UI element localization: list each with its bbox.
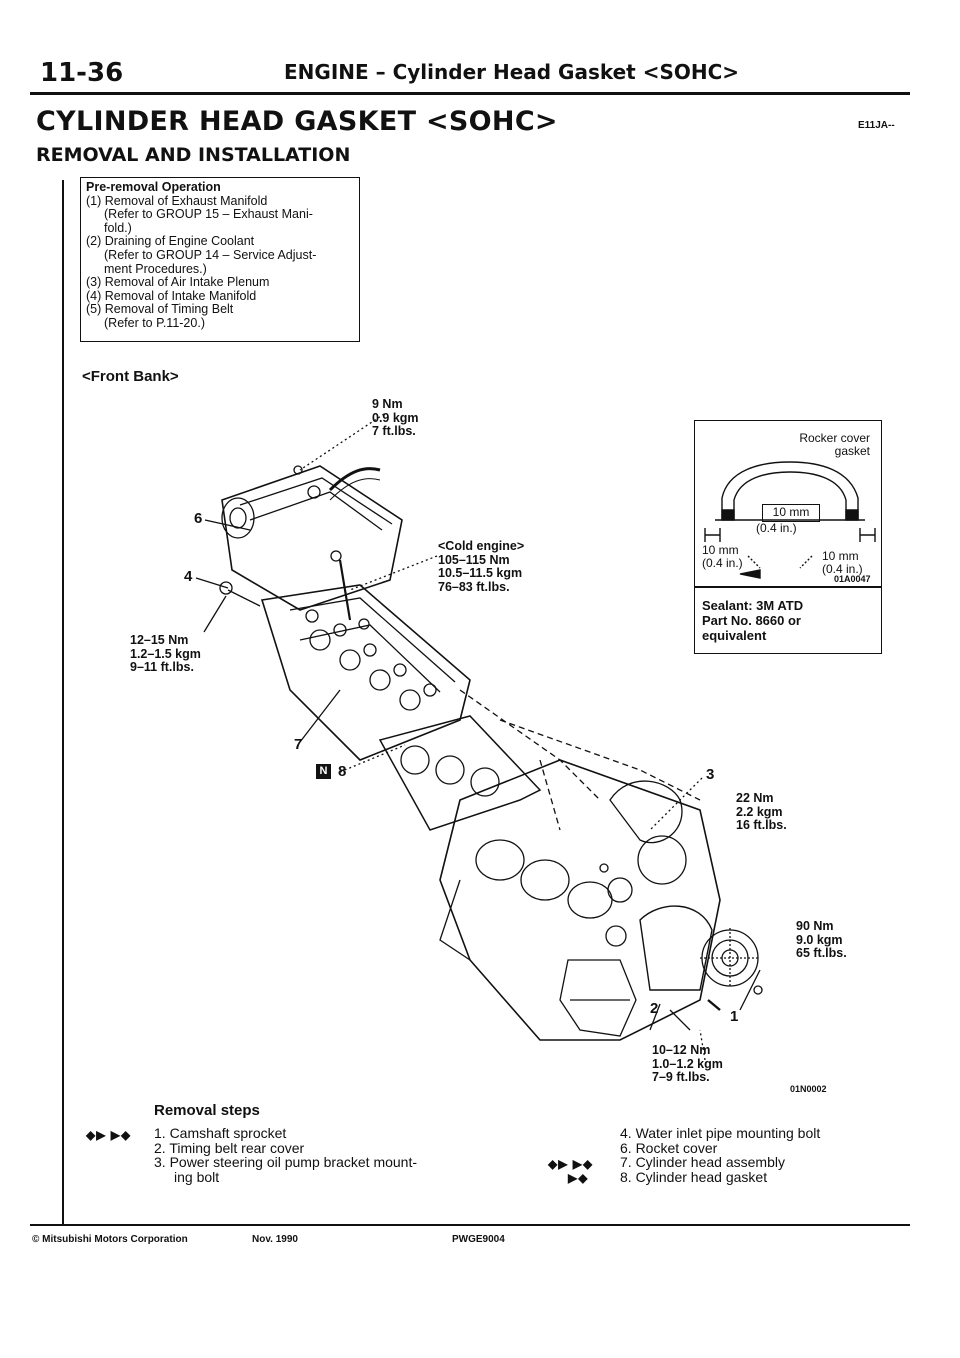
pre-removal-ref: (Refer to GROUP 14 – Service Adjust- [104,247,317,262]
torque-value: 76–83 ft.lbs. [438,579,510,594]
dim-top-in: (0.4 in.) [756,521,797,535]
torque-camshaft-sprocket-bolt: 90 Nm 9.0 kgm 65 ft.lbs. [796,919,847,961]
sealant-line: Sealant: 3M ATD [702,598,804,613]
torque-value: 105–115 Nm [438,552,510,567]
torque-value: 7 ft.lbs. [372,424,416,438]
torque-value: 7–9 ft.lbs. [652,1070,710,1084]
torque-value: 1.0–1.2 kgm [652,1056,723,1071]
removal-steps-right: 4. Water inlet pipe mounting bolt 6. Roc… [620,1126,820,1184]
torque-value: 12–15 Nm [130,633,189,647]
removal-step: 8. Cylinder head gasket [620,1168,768,1185]
inset-figure-code: 01A0047 [834,574,871,584]
torque-value: 9.0 kgm [796,932,843,947]
figure-code: 01N0002 [790,1084,827,1094]
torque-condition: <Cold engine> [438,539,525,553]
callout-7: 7 [294,736,303,753]
front-bank-label: <Front Bank> [82,368,179,385]
removal-step: 1. Camshaft sprocket [154,1125,287,1141]
callout-8: 8 [338,763,347,780]
section-subtitle: REMOVAL AND INSTALLATION [36,144,351,166]
torque-rear-cover-bolt: 10–12 Nm 1.0–1.2 kgm 7–9 ft.lbs. [652,1043,723,1085]
pre-removal-box: Pre-removal Operation (1) Removal of Exh… [80,177,360,342]
torque-value: 9–11 ft.lbs. [130,660,194,674]
footer-code: PWGE9004 [452,1234,505,1245]
inset-text: 10 mm [822,549,859,563]
pre-removal-item: (3) Removal of Air Intake Plenum [86,275,270,290]
pre-removal-item: (5) Removal of Timing Belt [86,302,234,317]
torque-value: 9 Nm [372,397,403,411]
pre-removal-ref: (Refer to P.11-20.) [104,315,205,330]
sealant-line: equivalent [702,628,767,643]
dim-right: 10 mm (0.4 in.) [822,550,863,576]
sealant-line: Part No. 8660 or [702,613,801,628]
torque-value: 16 ft.lbs. [736,818,787,832]
section-code: E11JA-- [858,120,895,131]
torque-value: 2.2 kgm [736,804,783,819]
section-title: CYLINDER HEAD GASKET <SOHC> [36,106,558,137]
torque-value: 0.9 kgm [372,410,419,425]
callout-1: 1 [730,1008,739,1025]
removal-step: 7. Cylinder head assembly [620,1154,785,1170]
torque-value: 90 Nm [796,919,834,933]
removal-step: 3. Power steering oil pump bracket mount… [154,1154,418,1170]
torque-pump-bracket-bolt: 22 Nm 2.2 kgm 16 ft.lbs. [736,791,787,833]
service-point-mark: ◆▶ ▶◆ [86,1128,132,1142]
removal-step: 6. Rocket cover [620,1139,718,1156]
torque-cylinder-head-bolt: <Cold engine> 105–115 Nm 10.5–11.5 kgm 7… [438,539,525,594]
callout-4: 4 [184,568,193,585]
callout-2: 2 [650,1000,659,1017]
callout-6: 6 [194,510,203,527]
new-part-badge: N [316,764,331,779]
pre-removal-ref: ment Procedures.) [104,261,207,276]
pre-removal-item: (2) Draining of Engine Coolant [86,234,255,249]
sealant-spec: Sealant: 3M ATD Part No. 8660 or equival… [702,598,803,643]
callout-3: 3 [706,766,715,783]
pre-removal-title: Pre-removal Operation [86,180,221,194]
inset-text: (0.4 in.) [702,556,743,570]
pre-removal-item: (4) Removal of Intake Manifold [86,288,257,303]
header-rule [30,92,910,95]
page-number: 11-36 [40,58,124,88]
torque-value: 65 ft.lbs. [796,946,847,960]
inset-text: 10 mm [702,543,739,557]
footer-date: Nov. 1990 [252,1234,298,1245]
torque-water-inlet-bolt: 12–15 Nm 1.2–1.5 kgm 9–11 ft.lbs. [130,633,201,675]
inset-text: Rocker cover [799,431,870,445]
service-point-mark: ◆▶ ▶◆ [548,1157,594,1171]
torque-value: 10.5–11.5 kgm [438,566,523,580]
footer-rule [30,1224,910,1226]
removal-steps-title: Removal steps [154,1102,260,1119]
pre-removal-item: (1) Removal of Exhaust Manifold [86,193,268,208]
rocker-cover-gasket-label: Rocker cover gasket [790,432,870,458]
inset-text: (0.4 in.) [822,562,863,576]
inset-text: gasket [834,444,870,458]
margin-line [62,180,64,1224]
removal-step: 2. Timing belt rear cover [154,1139,305,1156]
torque-rocker-cover-bolt: 9 Nm 0.9 kgm 7 ft.lbs. [372,397,419,439]
torque-value: 22 Nm [736,791,774,805]
torque-value: 1.2–1.5 kgm [130,646,201,661]
pre-removal-ref: fold.) [104,220,132,235]
pre-removal-ref: (Refer to GROUP 15 – Exhaust Mani- [104,207,313,222]
service-point-mark: ▶◆ [568,1171,589,1185]
removal-step-cont: ing bolt [174,1168,220,1185]
dim-left: 10 mm (0.4 in.) [702,544,743,570]
footer-copyright: © Mitsubishi Motors Corporation [32,1234,188,1245]
sealant-inset-box [694,420,882,654]
inset-divider [694,586,882,588]
removal-step: 4. Water inlet pipe mounting bolt [620,1125,821,1141]
dim-top-mm: 10 mm [762,504,820,522]
header-title: ENGINE – Cylinder Head Gasket <SOHC> [284,60,740,84]
removal-steps-left: 1. Camshaft sprocket 2. Timing belt rear… [154,1126,417,1184]
torque-value: 10–12 Nm [652,1043,711,1057]
